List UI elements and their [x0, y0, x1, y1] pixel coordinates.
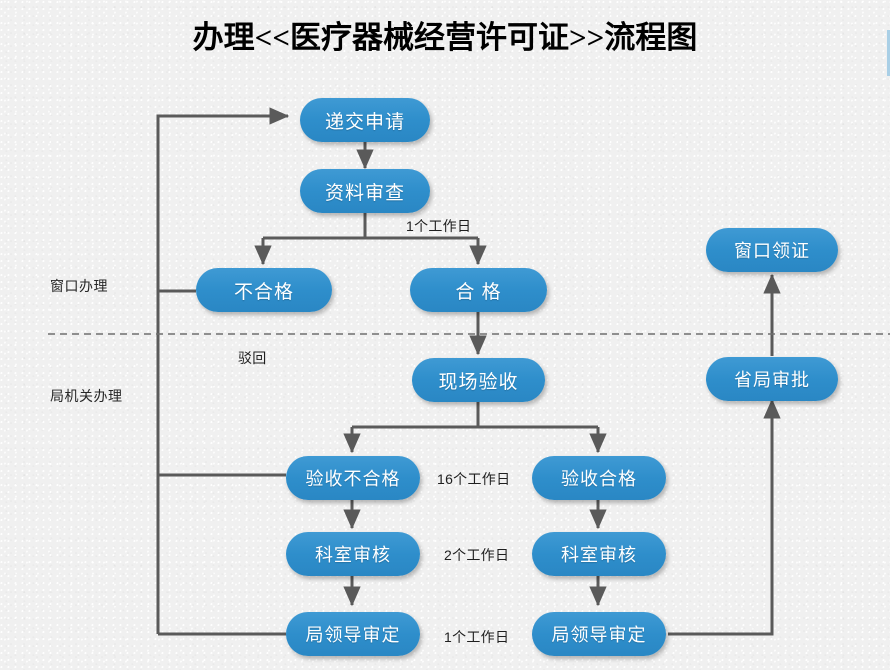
- node-department-review-left[interactable]: 科室审核: [286, 532, 420, 576]
- node-onsite-label: 现场验收: [438, 371, 519, 393]
- node-inspection-passed[interactable]: 验收合格: [532, 456, 666, 500]
- node-leader-approval-left[interactable]: 局领导审定: [286, 612, 420, 656]
- node-leader-approval-right-label: 局领导审定: [551, 625, 647, 645]
- edge-label-one-day-bottom: 1个工作日: [444, 627, 509, 647]
- node-submit-label: 递交申请: [324, 111, 405, 133]
- edge-label-one-day-bottom-text: 1个工作日: [444, 629, 510, 645]
- node-pass[interactable]: 合 格: [410, 268, 547, 312]
- lane-label-window-text: 窗口办理: [50, 278, 108, 294]
- edge-leader-to-provincial: [668, 398, 781, 636]
- lane-label-bureau: 局机关办理: [50, 386, 123, 406]
- node-review[interactable]: 资料审查: [300, 169, 430, 213]
- node-department-review-right[interactable]: 科室审核: [532, 532, 666, 576]
- edge-label-reject-text: 驳回: [238, 350, 267, 366]
- node-fail-label: 不合格: [233, 281, 294, 303]
- node-leader-approval-right[interactable]: 局领导审定: [532, 612, 666, 656]
- edge-label-two-days-text: 2个工作日: [444, 547, 510, 563]
- node-department-review-right-label: 科室审核: [561, 545, 637, 565]
- edge-label-sixteen-days: 16个工作日: [437, 469, 510, 489]
- edge-label-one-day-top-text: 1个工作日: [406, 218, 472, 234]
- node-leader-approval-left-label: 局领导审定: [305, 625, 401, 645]
- node-inspection-failed-label: 验收不合格: [305, 469, 401, 489]
- scrollbar-thumb[interactable]: [887, 30, 890, 76]
- node-inspection-passed-label: 验收合格: [561, 469, 637, 489]
- edge-feedback-to-submit: [156, 107, 290, 634]
- page-title: 办理<<医疗器械经营许可证>>流程图: [192, 20, 698, 55]
- node-submit[interactable]: 递交申请: [300, 98, 430, 142]
- lane-label-window: 窗口办理: [50, 276, 108, 296]
- node-onsite-inspection[interactable]: 现场验收: [412, 358, 545, 402]
- node-department-review-left-label: 科室审核: [315, 545, 391, 565]
- edge-label-sixteen-days-text: 16个工作日: [437, 471, 511, 487]
- node-provincial-approval-label: 省局审批: [734, 370, 810, 390]
- node-provincial-approval[interactable]: 省局审批: [706, 357, 838, 401]
- edge-label-reject: 驳回: [238, 348, 267, 368]
- node-pass-label: 合 格: [455, 281, 502, 303]
- node-fail[interactable]: 不合格: [196, 268, 332, 312]
- node-review-label: 资料审查: [324, 182, 405, 204]
- edge-label-two-days: 2个工作日: [444, 545, 509, 565]
- lane-label-bureau-text: 局机关办理: [50, 388, 123, 404]
- node-collect-certificate[interactable]: 窗口领证: [706, 228, 838, 272]
- node-collect-certificate-label: 窗口领证: [734, 241, 810, 261]
- node-inspection-failed[interactable]: 验收不合格: [286, 456, 420, 500]
- edge-label-one-day-top: 1个工作日: [406, 216, 471, 236]
